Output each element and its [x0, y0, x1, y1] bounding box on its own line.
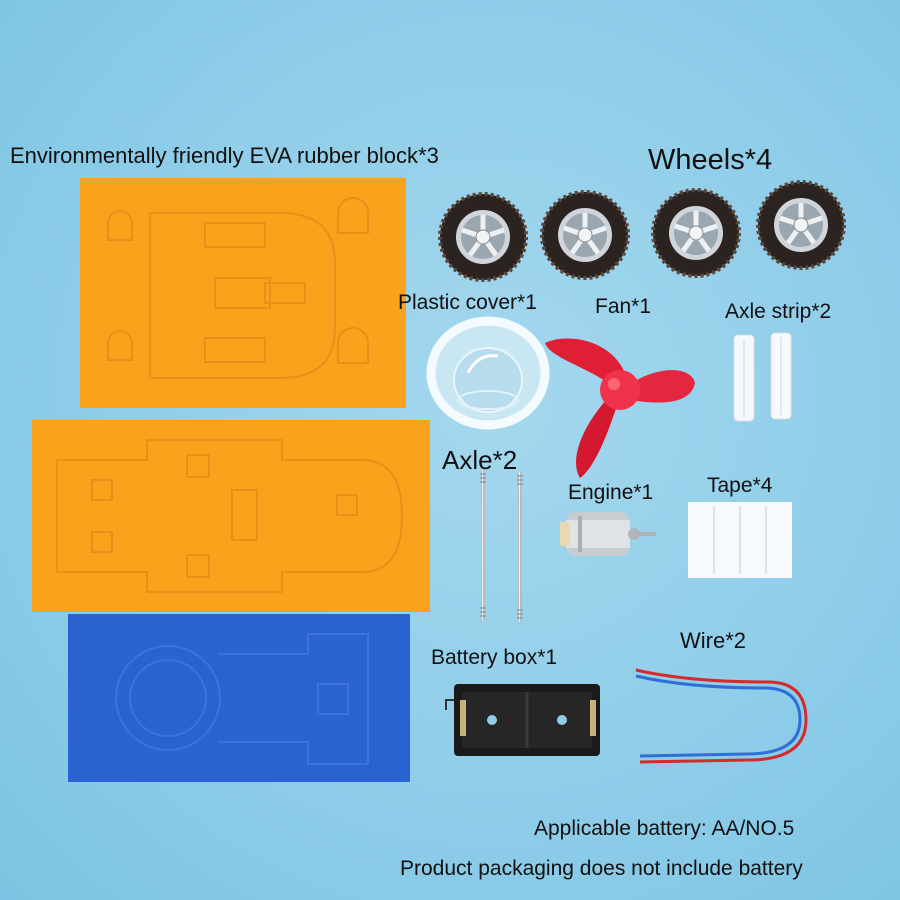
tape-sheet — [688, 502, 792, 578]
label-wheels: Wheels*4 — [648, 144, 773, 176]
axle-2 — [517, 472, 523, 622]
eva-block-orange-middle — [32, 420, 430, 612]
engine-motor — [560, 512, 656, 556]
fan-propeller — [545, 338, 695, 478]
wheel-1 — [438, 192, 528, 282]
label-wire: Wire*2 — [680, 628, 747, 653]
wheel-4 — [756, 180, 846, 270]
label-battery-box: Battery box*1 — [431, 646, 558, 669]
axle-1 — [480, 470, 486, 620]
footer-battery-note: Product packaging does not include batte… — [400, 857, 803, 880]
label-plastic-cover: Plastic cover*1 — [398, 291, 537, 314]
wheel-2 — [540, 190, 630, 280]
axle-strip-1 — [733, 334, 755, 422]
label-axle-strip: Axle strip*2 — [725, 300, 832, 323]
eva-block-orange-top — [80, 178, 406, 408]
battery-box — [445, 684, 600, 756]
label-eva: Environmentally friendly EVA rubber bloc… — [10, 143, 439, 168]
axle-strip-2 — [770, 332, 792, 420]
label-axle: Axle*2 — [442, 445, 518, 475]
label-engine: Engine*1 — [568, 481, 654, 504]
label-fan: Fan*1 — [595, 295, 652, 318]
plastic-cover — [426, 316, 550, 430]
wheel-3 — [651, 188, 741, 278]
wire — [635, 668, 808, 764]
footer-battery-type: Applicable battery: AA/NO.5 — [534, 817, 795, 840]
label-tape: Tape*4 — [707, 474, 773, 497]
eva-block-blue — [68, 614, 410, 782]
